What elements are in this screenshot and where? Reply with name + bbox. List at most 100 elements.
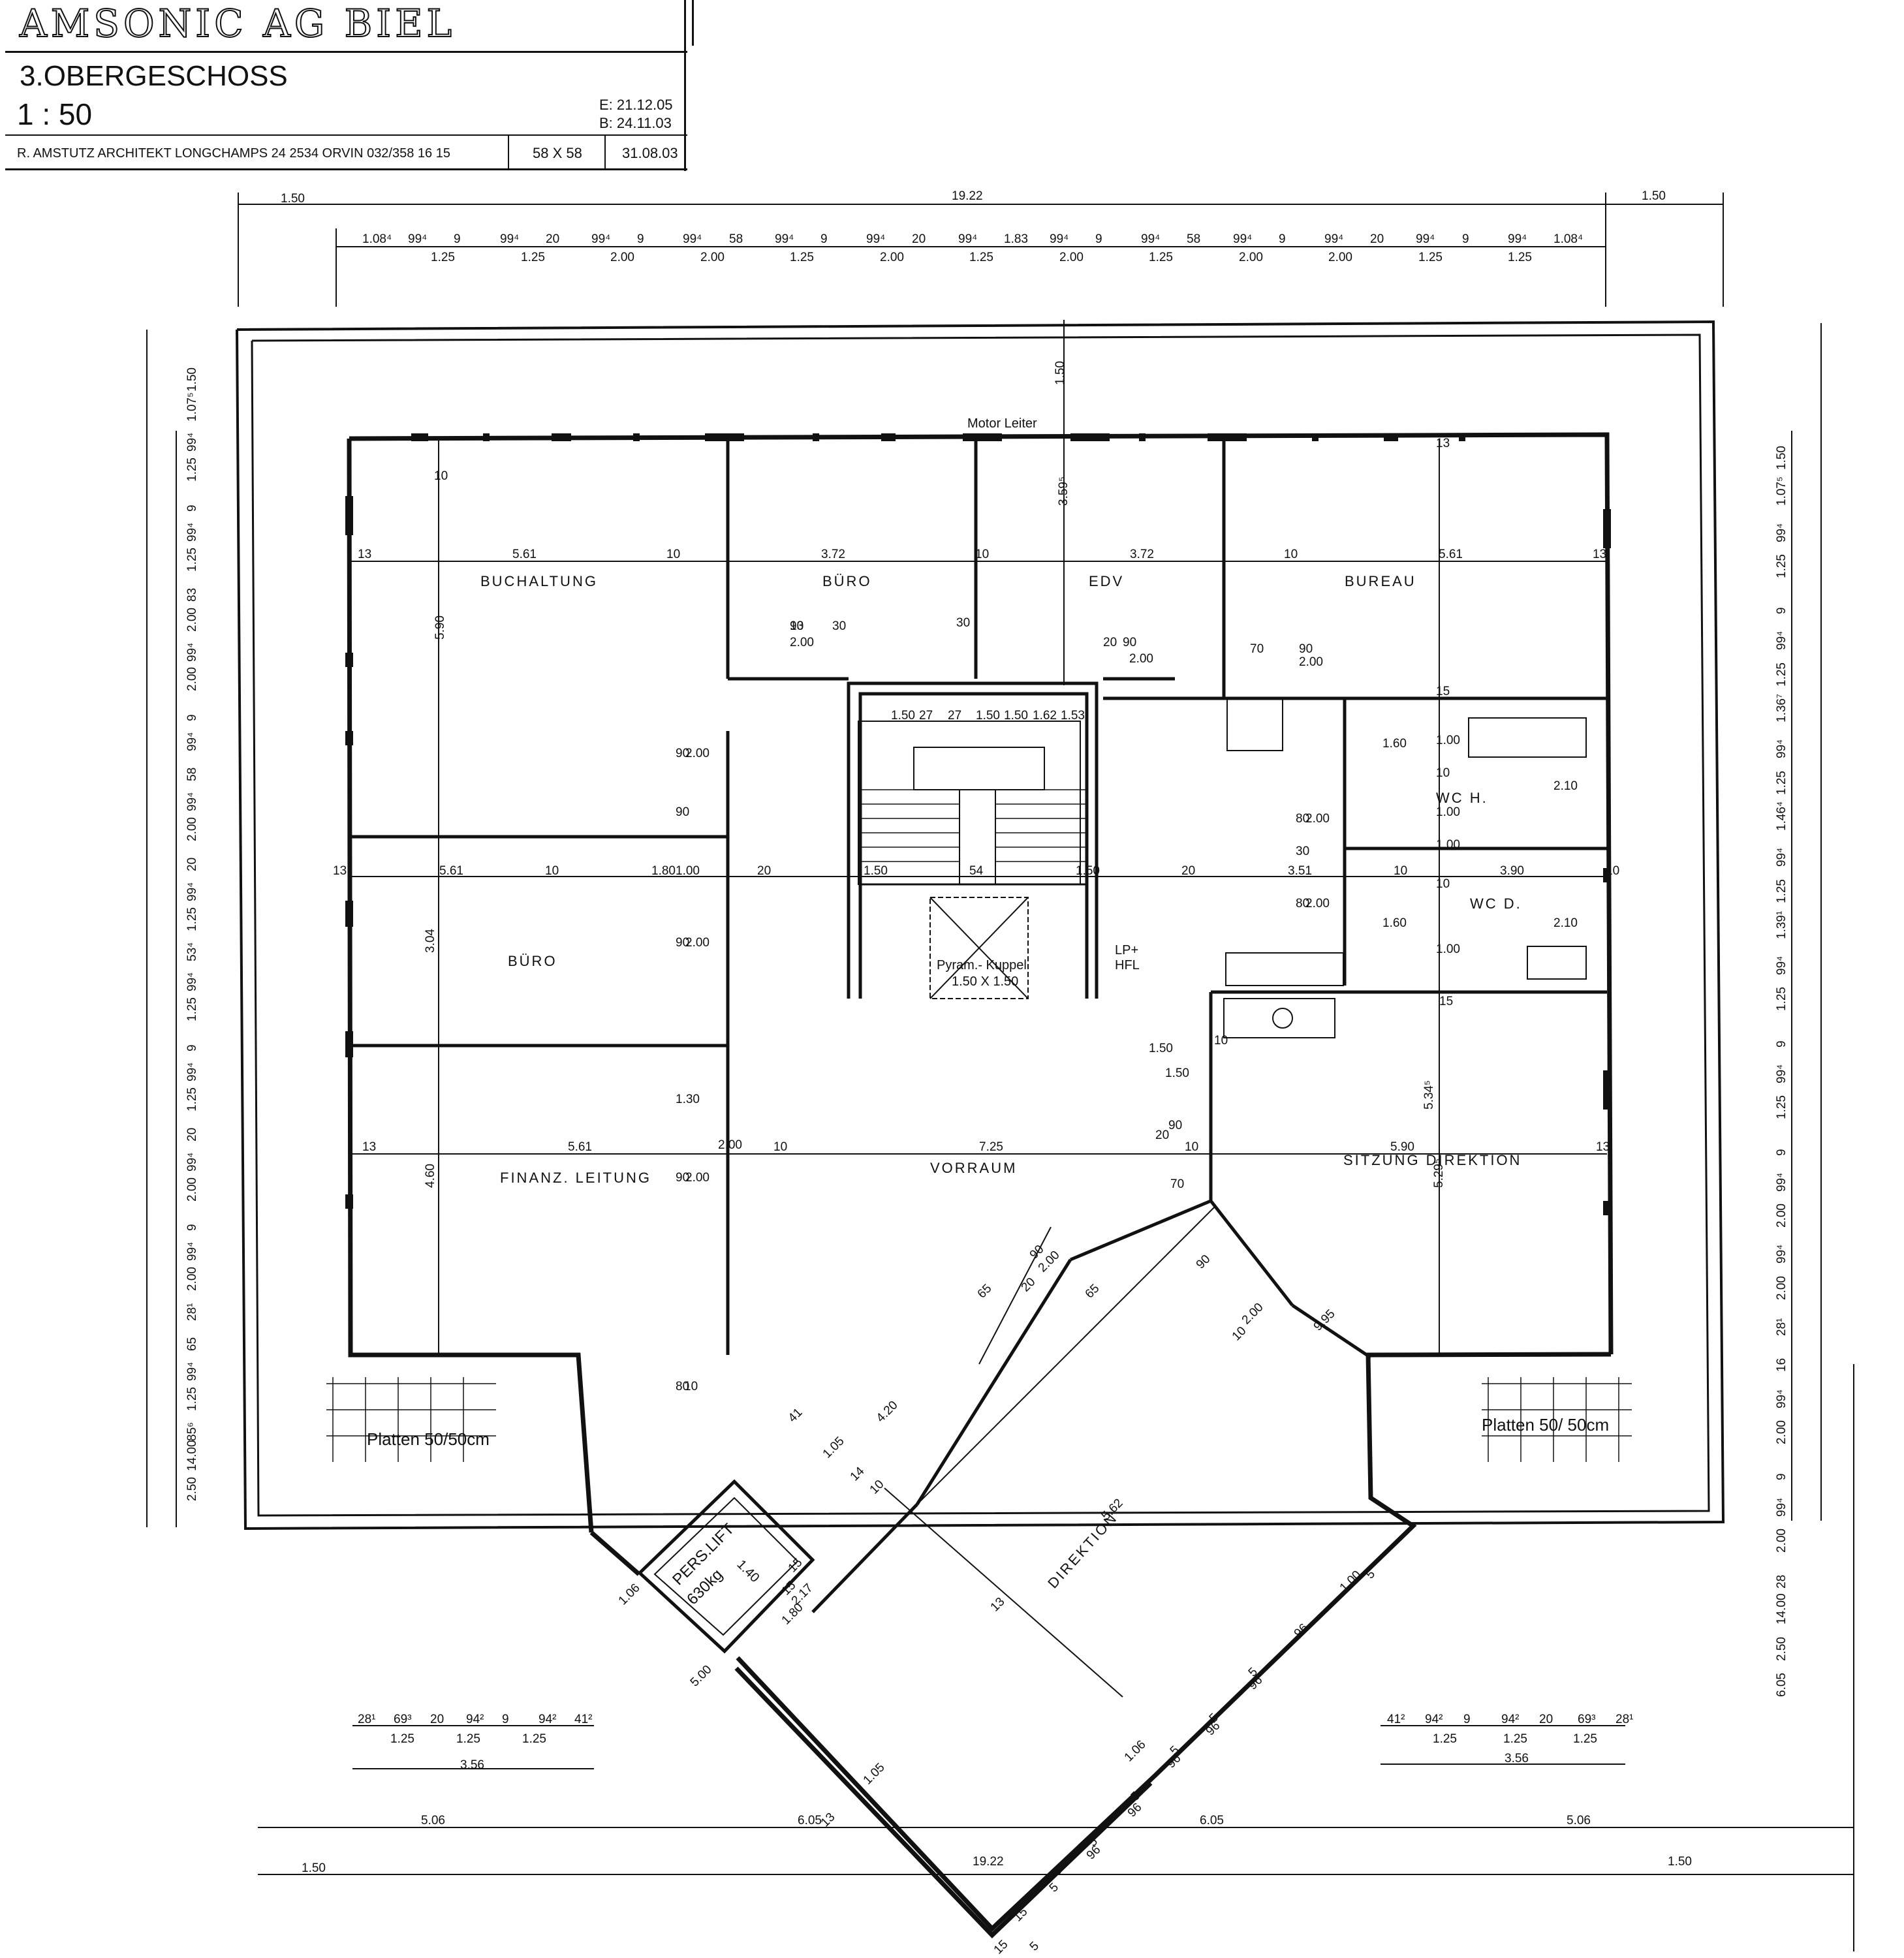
scale: 1 : 50	[17, 97, 93, 131]
dim-diagonal: 5.00	[688, 1663, 715, 1690]
dim-bottom-right: 94²	[1501, 1713, 1519, 1726]
terrace-border	[236, 320, 1725, 1531]
dim-bottom-right: 20	[1539, 1713, 1553, 1726]
dim-bottom-right: 41²	[1387, 1713, 1405, 1726]
dim-left-col: 1.07⁵	[185, 392, 199, 422]
dim-row-1: 5.61	[1439, 548, 1463, 561]
terrace-labels: Platten 50/50cm Platten 50/ 50cm	[367, 1415, 1609, 1449]
dim-row-2: 10	[545, 864, 559, 878]
dim-bottom-right: 1.25	[1573, 1732, 1597, 1746]
dim-left-col: 1.50	[185, 367, 199, 392]
dim-left-col: 28¹	[185, 1303, 199, 1321]
dim-left-col: 99⁴	[185, 643, 199, 662]
dim-top-row: 20	[912, 232, 926, 246]
dim-interior: 15	[1436, 685, 1450, 698]
dim-right-col: 99⁴	[1775, 848, 1788, 867]
room-finanz: FINANZ. LEITUNG	[500, 1170, 651, 1186]
dim-right-col: 28	[1775, 1575, 1788, 1589]
dim-top-row: 1.08⁴	[362, 232, 392, 246]
dim-right-col: 99⁴	[1775, 1498, 1788, 1517]
dim-bottom-left: 3.56	[460, 1758, 484, 1772]
dim-interior: 20	[1155, 1128, 1169, 1142]
room-labels: BUCHALTUNG BÜRO EDV BUREAU BÜRO FINANZ. …	[480, 573, 1522, 1591]
dim-left-col: 99⁴	[185, 882, 199, 901]
dim-left-col: 1.25	[185, 907, 199, 931]
room-wc-h: WC H.	[1436, 790, 1488, 806]
dim-interior: 90	[790, 619, 804, 633]
kuppel-label: Pyram.- Kuppel	[937, 958, 1027, 972]
dim-interior: 2.00	[685, 1171, 710, 1185]
dim-interior: 2.10	[1553, 916, 1578, 930]
dim-interior: 10	[1436, 877, 1450, 891]
platten-right: Platten 50/ 50cm	[1482, 1415, 1609, 1435]
dim-left-col: 20	[185, 858, 199, 871]
dim-right-col: 6.05	[1775, 1673, 1788, 1697]
dim-row-2: 3.51	[1288, 864, 1312, 878]
dim-interior: 4.60	[424, 1164, 437, 1188]
dim-row-2: 5.61	[439, 864, 463, 878]
dim-top-right: 1.50	[1642, 189, 1666, 203]
dim-top-row: 99⁴	[1050, 232, 1069, 246]
date-b: B: 24.11.03	[599, 115, 672, 131]
dim-left-col: 1.25	[185, 997, 199, 1021]
dim-interior: 5.90	[433, 615, 447, 640]
dim-right-col: 1.39¹	[1775, 911, 1788, 939]
dim-interior: 2.00	[718, 1138, 742, 1152]
dim-diagonal: 1.06	[1122, 1738, 1149, 1765]
dim-bottom-left: 9	[502, 1713, 509, 1726]
dim-top-sub: 2.00	[1059, 251, 1084, 264]
dim-diagonal: 5	[1047, 1880, 1061, 1895]
dim-top-row: 99⁴	[958, 232, 977, 246]
floor-title: 3.OBERGESCHOSS	[20, 60, 288, 92]
room-sitzung: SITZUNG DIREKTION	[1343, 1152, 1522, 1168]
lift-dim: 1.40	[734, 1557, 762, 1585]
dim-diagonal: 20	[1019, 1275, 1038, 1295]
dim-row-2: 10	[1606, 864, 1619, 878]
dim-row-2: 20	[1181, 864, 1195, 878]
dim-top-row: 99⁴	[408, 232, 427, 246]
dim-left-col: 99⁴	[185, 1362, 199, 1381]
dim-interior: 2.00	[1305, 897, 1330, 910]
dim-bottom-left: 28¹	[358, 1713, 375, 1726]
dim-right-col: 1.25	[1775, 662, 1788, 687]
drawing-date: 31.08.03	[622, 145, 678, 161]
architect: R. AMSTUTZ ARCHITEKT LONGCHAMPS 24 2534 …	[17, 146, 450, 161]
room-edv: EDV	[1089, 573, 1124, 589]
dim-left-col: 2.00	[185, 1177, 199, 1202]
dim-top-total: 19.22	[952, 189, 983, 203]
dim-interior: 1.00	[1436, 734, 1460, 747]
pyramid-skylight	[929, 897, 1029, 999]
dim-left-col: 2.50	[185, 1477, 199, 1501]
dim-diagonal: 96	[1204, 1719, 1223, 1739]
dim-top-sub: 1.25	[1149, 251, 1173, 264]
dim-row-1: 13	[1593, 548, 1606, 561]
dim-top-sub: 1.25	[1418, 251, 1443, 264]
windows	[345, 433, 1611, 1215]
dim-stair: 1.50	[976, 709, 1000, 723]
dim-top-sub: 2.00	[700, 251, 725, 264]
dim-diagonal: 10	[1230, 1324, 1249, 1344]
dim-left-col: 65	[185, 1337, 199, 1351]
platten-left: Platten 50/50cm	[367, 1429, 490, 1449]
dim-interior: 5.34⁵	[1422, 1080, 1436, 1110]
lp-label: LP+	[1115, 943, 1138, 957]
dim-right-col: 16	[1775, 1358, 1788, 1372]
dim-diagonal: 15	[991, 1938, 1011, 1957]
dim-bottom-left: 69³	[394, 1713, 411, 1726]
dim-interior: 2.00	[685, 747, 710, 760]
dim-top-row: 99⁴	[775, 232, 794, 246]
dim-right-col: 2.00	[1775, 1529, 1788, 1553]
dim-top-row: 1.83	[1004, 232, 1028, 246]
dim-stair: 27	[948, 709, 961, 723]
dim-right-col: 99⁴	[1775, 1173, 1788, 1192]
dim-stair: 27	[919, 709, 933, 723]
dim-row-3: 5.90	[1390, 1140, 1414, 1154]
dim-top-row: 58	[1187, 232, 1200, 246]
dim-left-col: 99⁴	[185, 732, 199, 751]
dim-diagonal: 1.06	[616, 1581, 643, 1608]
dim-interior: 90	[1299, 642, 1313, 656]
dim-bottom-left: 94²	[466, 1713, 484, 1726]
dim-top-row: 9	[454, 232, 461, 246]
dim-top-row: 20	[1370, 232, 1384, 246]
dim-right-col: 99⁴	[1775, 739, 1788, 758]
